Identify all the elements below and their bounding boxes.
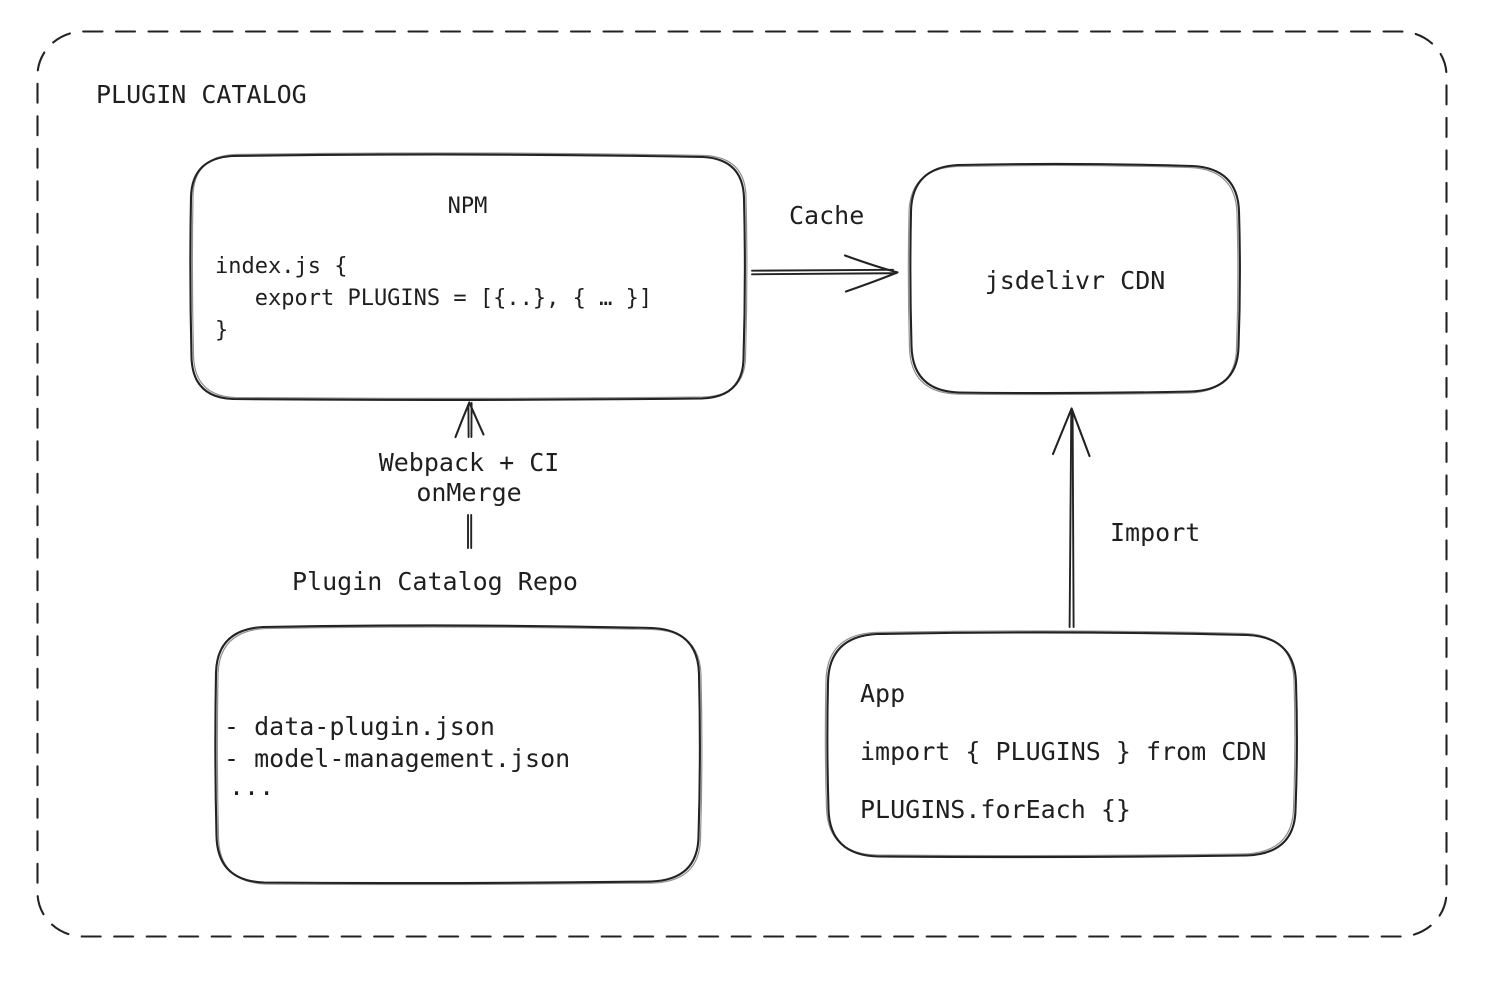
app-box-title: App (860, 679, 906, 708)
repo-file-item: - data-plugin.json (224, 712, 495, 741)
app-code-line: PLUGINS.forEach {} (860, 795, 1131, 824)
catalog-boundary (36, 30, 1448, 938)
app-box (824, 630, 1298, 859)
repo-file-item: - model-management.json (224, 744, 571, 773)
cache-arrow-label: Cache (789, 201, 865, 230)
cdn-box (907, 162, 1241, 396)
app-code-line: import { PLUGINS } from CDN (860, 737, 1267, 766)
repo-box (214, 624, 703, 886)
npm-box (189, 152, 748, 401)
npm-box-title: NPM (447, 194, 488, 219)
build-arrow-label-line2: onMerge (416, 478, 522, 507)
npm-code-line: } (215, 318, 229, 343)
build-arrow (454, 401, 485, 549)
import-arrow (1051, 407, 1091, 628)
cdn-box-label: jsdelivr CDN (984, 266, 1166, 295)
npm-code-line: export PLUGINS = [{..}, { … }] (215, 286, 653, 311)
import-arrow-label: Import (1110, 518, 1201, 547)
diagram-title: PLUGIN CATALOG (96, 80, 307, 109)
npm-code-line: index.js { (215, 254, 348, 279)
build-arrow-label-line1: Webpack + CI (378, 448, 560, 477)
repo-file-item: ... (229, 772, 275, 801)
cache-arrow (751, 254, 899, 293)
repo-box-label: Plugin Catalog Repo (292, 567, 578, 596)
